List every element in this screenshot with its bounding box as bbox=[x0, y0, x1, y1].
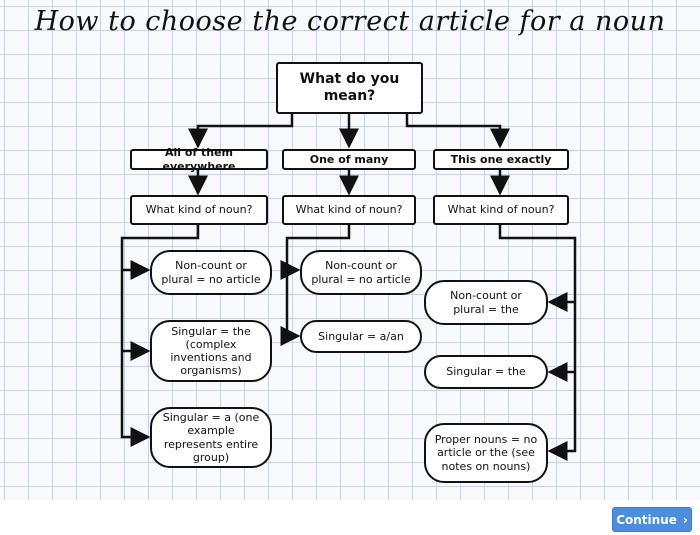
left-result-1: Non-count or plural = no article bbox=[150, 250, 272, 295]
continue-button[interactable]: Continue › bbox=[612, 507, 692, 532]
left-result-2: Singular = the (complex inventions and o… bbox=[150, 320, 272, 382]
question-box-left: What kind of noun? bbox=[130, 195, 268, 225]
right-result-2: Singular = the bbox=[424, 355, 548, 389]
middle-result-2: Singular = a/an bbox=[300, 320, 422, 353]
left-result-3: Singular = a (one example represents ent… bbox=[150, 407, 272, 468]
root-question-box: What do you mean? bbox=[276, 62, 423, 114]
question-box-right: What kind of noun? bbox=[433, 195, 569, 225]
page-title: How to choose the correct article for a … bbox=[34, 6, 666, 37]
right-result-1: Non-count or plural = the bbox=[424, 280, 548, 325]
continue-label: Continue bbox=[616, 512, 677, 527]
branch-this-one-exactly: This one exactly bbox=[433, 149, 569, 170]
question-box-middle: What kind of noun? bbox=[282, 195, 416, 225]
chevron-right-icon: › bbox=[682, 512, 688, 527]
flowchart-connectors bbox=[120, 114, 577, 461]
middle-result-1: Non-count or plural = no article bbox=[300, 250, 422, 295]
right-result-3: Proper nouns = no article or the (see no… bbox=[424, 423, 548, 483]
branch-one-of-many: One of many bbox=[282, 149, 416, 170]
branch-all-of-them: All of them everywhere bbox=[130, 146, 268, 173]
